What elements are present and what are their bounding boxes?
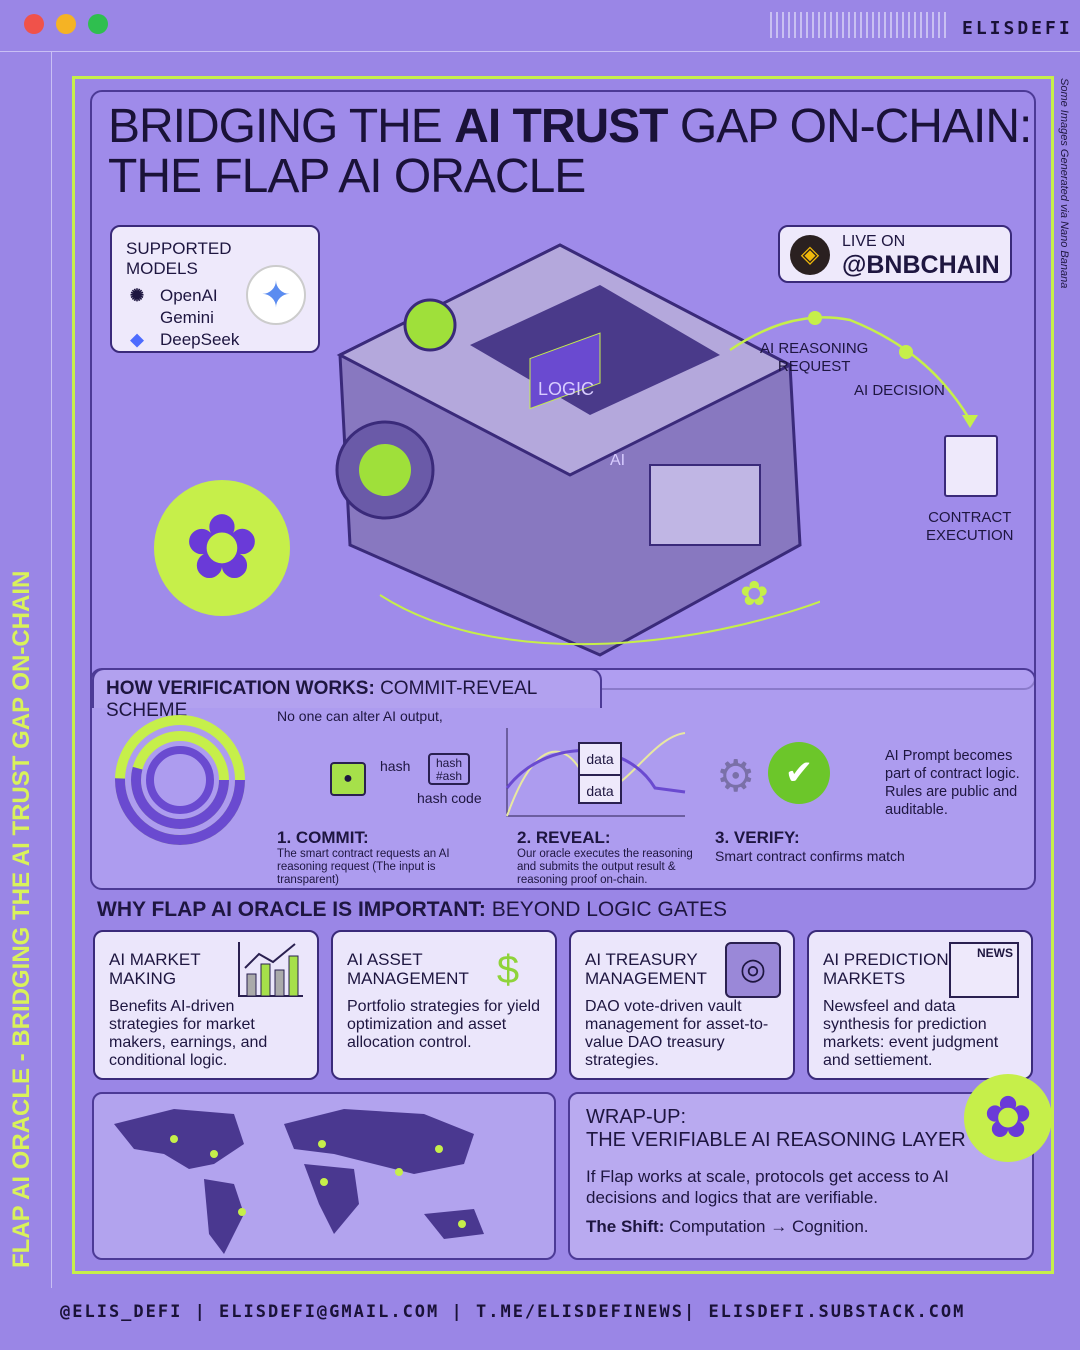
flow-request-label: AI REASONING REQUEST: [760, 340, 869, 375]
lock-icon: ●: [330, 762, 366, 796]
flap-logo-icon: ✿: [740, 575, 769, 613]
card-title: AI TREASURY MANAGEMENT: [585, 950, 707, 988]
content-frame: [72, 76, 1054, 1274]
hash-code-label: hash code: [417, 790, 482, 806]
shift-text: Computation → Cognition.: [664, 1217, 869, 1236]
verification-heading: HOW VERIFICATION WORKS: COMMIT-REVEAL SC…: [92, 668, 602, 721]
heading-bold: HOW VERIFICATION WORKS:: [106, 678, 375, 699]
flap-logo-sticker-small: ✿: [964, 1074, 1052, 1162]
step-title: 2. REVEAL:: [517, 828, 611, 847]
bnb-logo-icon: ◈: [790, 235, 830, 275]
heading-bold: WHY FLAP AI ORACLE IS IMPORTANT:: [97, 898, 486, 921]
logic-chip: LOGIC: [538, 379, 594, 399]
data-document-icon: data data: [578, 742, 622, 804]
card-title: AI ASSET MANAGEMENT: [347, 950, 469, 988]
vault-icon: ◎: [725, 942, 781, 998]
openai-icon: ✺: [129, 286, 145, 305]
verified-gear-icon: ✔: [768, 742, 830, 804]
gemini-icon: ✦: [246, 265, 306, 325]
card-asset-management: $ AI ASSET MANAGEMENT Portfolio strategi…: [331, 930, 557, 1080]
step-text: The smart contract requests an AI reason…: [277, 848, 450, 886]
hash-box: hash #ash: [428, 753, 470, 785]
card-text: Newsfeel and data synthesis for predicti…: [823, 998, 999, 1069]
model-deepseek: ◆ DeepSeek: [126, 329, 304, 351]
left-strip: [0, 52, 52, 1288]
flow-decision-label: AI DECISION: [854, 382, 945, 399]
barcode-decoration: [770, 12, 950, 38]
model-label: OpenAI: [160, 286, 218, 305]
wrap-subtitle: THE VERIFIABLE AI REASONING LAYER: [586, 1129, 966, 1151]
model-label: DeepSeek: [160, 330, 240, 349]
hash-label: hash: [380, 758, 411, 774]
ring-chart-icon: [115, 715, 245, 845]
bar-chart-icon: [238, 942, 303, 997]
lens-glow: [359, 444, 411, 496]
card-title: AI MARKET MAKING: [109, 950, 201, 988]
card-text: Benefits AI-driven strategies for market…: [109, 998, 268, 1069]
top-bar: ELISDEFI: [0, 0, 1080, 52]
card-title: AI PREDICTION MARKETS: [823, 950, 949, 988]
flap-logo-sticker: ✿: [154, 480, 290, 616]
heading-rest: COMMIT-REVEAL SCHEME: [106, 678, 537, 721]
data-label: data: [580, 744, 620, 776]
footer-contacts: @ELIS_DEFI | ELISDEFI@GMAIL.COM | T.ME/E…: [60, 1302, 966, 1322]
step-title: 1. COMMIT:: [277, 828, 369, 847]
title-part: GAP ON-CHAIN:: [667, 100, 1033, 153]
news-badge: NEWS: [977, 946, 1013, 960]
model-openai: ✺ OpenAI: [126, 285, 304, 307]
models-heading: SUPPORTED MODELS: [126, 239, 232, 278]
news-icon: NEWS: [949, 942, 1019, 998]
oracle-machine-illustration: LOGIC AI ✿: [335, 243, 820, 657]
coins-icon: $: [496, 948, 520, 992]
card-text: DAO vote-driven vault management for ass…: [585, 998, 769, 1069]
why-heading: WHY FLAP AI ORACLE IS IMPORTANT: BEYOND …: [97, 898, 727, 922]
step-title: 3. VERIFY:: [715, 828, 800, 847]
title-bold: AI TRUST: [454, 100, 668, 153]
side-title: FLAP AI ORACLE - BRIDGING THE AI TRUST G…: [8, 570, 35, 1268]
gear-icon: ⚙: [716, 752, 756, 801]
world-map-illustration: [114, 1109, 484, 1254]
step-text: Smart contract confirms match: [715, 848, 905, 864]
deepseek-icon: ◆: [130, 330, 144, 349]
world-map-panel: [92, 1092, 556, 1260]
prompt-note: AI Prompt becomes part of contract logic…: [885, 748, 1020, 818]
maximize-dot-icon[interactable]: [88, 14, 108, 34]
data-label: data: [586, 783, 614, 799]
live-label: LIVE ON: [842, 233, 906, 250]
verification-note: No one can alter AI output,: [277, 708, 443, 724]
card-market-making: AI MARKET MAKING Benefits AI-driven stra…: [93, 930, 319, 1080]
brand-name: ELISDEFI: [962, 18, 1073, 39]
bnbchain-label: @BNBCHAIN: [842, 251, 1000, 279]
contract-document-icon: [944, 435, 998, 497]
model-gemini: Gemini: [126, 307, 304, 329]
card-text: Portfolio strategies for yield optimizat…: [347, 998, 540, 1051]
step-commit: 1. COMMIT:The smart contract requests an…: [277, 828, 477, 887]
step-verify: 3. VERIFY:Smart contract confirms match: [715, 828, 955, 864]
wrap-text: If Flap works at scale, protocols get ac…: [586, 1167, 949, 1207]
minimize-dot-icon[interactable]: [56, 14, 76, 34]
step-text: Our oracle executes the reasoning and su…: [517, 848, 693, 886]
image-credit: Some Images Generated via Nano Banana: [1058, 78, 1070, 289]
step-reveal: 2. REVEAL:Our oracle executes the reason…: [517, 828, 712, 887]
wrap-title: WRAP-UP:: [586, 1106, 686, 1128]
live-on-bnbchain-badge: ◈ LIVE ON @BNBCHAIN: [778, 225, 1012, 283]
card-treasury-management: ◎ AI TREASURY MANAGEMENT DAO vote-driven…: [569, 930, 795, 1080]
close-dot-icon[interactable]: [24, 14, 44, 34]
ai-chip: AI: [610, 452, 625, 469]
title-line2: THE FLAP AI ORACLE: [108, 150, 586, 203]
page-title: BRIDGING THE AI TRUST GAP ON-CHAIN: THE …: [108, 100, 1033, 203]
shift-label: The Shift:: [586, 1217, 665, 1236]
title-part: BRIDGING THE: [108, 100, 455, 153]
heading-rest: BEYOND LOGIC GATES: [485, 898, 728, 921]
card-prediction-markets: NEWS AI PREDICTION MARKETS Newsfeel and …: [807, 930, 1033, 1080]
flow-arrows: [729, 311, 978, 428]
wrap-up-panel: WRAP-UP: THE VERIFIABLE AI REASONING LAY…: [568, 1092, 1034, 1260]
flow-execution-label: CONTRACT EXECUTION: [926, 509, 1014, 544]
model-label: Gemini: [160, 308, 214, 327]
